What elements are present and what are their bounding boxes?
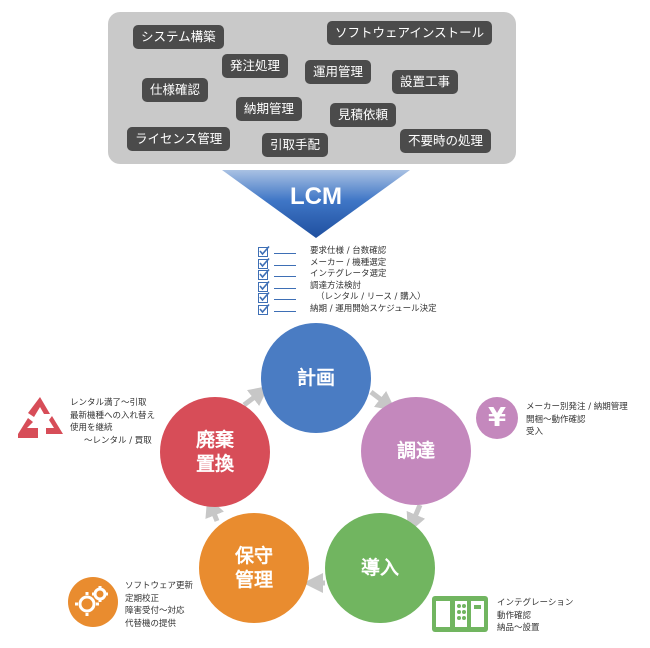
recycle-icon bbox=[18, 397, 63, 438]
procure-notes: メーカー別発注 / 納期管理 開梱～動作確認 受入 bbox=[526, 402, 628, 437]
checklist-item: 調達方法検討 bbox=[258, 280, 458, 293]
task-tag: 仕様確認 bbox=[142, 78, 209, 102]
phase-plan: 計画 bbox=[261, 323, 371, 433]
device-icon bbox=[432, 596, 488, 632]
task-tag: 見積依頼 bbox=[330, 103, 397, 127]
plan-checklist: 要求仕様 / 台数確認 メーカー / 機種選定 インテグレータ選定 調達方法検討… bbox=[258, 246, 458, 315]
checkbox-icon bbox=[258, 303, 270, 315]
lcm-label: LCM bbox=[290, 183, 342, 210]
arrow-dispose-to-plan bbox=[242, 385, 269, 407]
maintain-notes: ソフトウェア更新 定期校正 障害受付～対応 代替機の提供 bbox=[125, 581, 194, 629]
task-tag: 引取手配 bbox=[262, 133, 329, 157]
lcm-funnel: LCM bbox=[222, 170, 410, 238]
checklist-item: 要求仕様 / 台数確認 bbox=[258, 246, 458, 258]
checkbox-icon bbox=[258, 246, 270, 257]
checklist-item: メーカー / 機種選定 bbox=[258, 257, 458, 270]
gear-icon bbox=[68, 577, 118, 627]
checklist-item: （レンタル / リース / 購入） bbox=[258, 292, 458, 304]
phase-introduce: 導入 bbox=[325, 513, 435, 623]
task-tag: 不要時の処理 bbox=[400, 129, 492, 153]
task-tag: システム構築 bbox=[133, 25, 224, 49]
arrow-plan-to-procure bbox=[369, 390, 396, 412]
checkbox-icon bbox=[258, 280, 270, 292]
phase-procure: 調達 bbox=[361, 397, 471, 505]
task-tag: 設置工事 bbox=[392, 70, 459, 94]
checkbox-icon bbox=[258, 292, 270, 303]
phase-dispose: 廃棄置換 bbox=[160, 397, 270, 507]
task-tag: 発注処理 bbox=[222, 54, 289, 78]
task-tag: 納期管理 bbox=[236, 97, 303, 121]
checkbox-icon bbox=[258, 257, 270, 269]
dispose-notes: レンタル満了～引取 最新機種への入れ替え 使用を継続 ～レンタル / 買取 bbox=[70, 398, 156, 446]
yen-icon: ¥ bbox=[476, 397, 518, 439]
task-tag: ソフトウェアインストール bbox=[327, 21, 493, 45]
arrow-procure-to-intro bbox=[406, 504, 426, 534]
task-tag: 運用管理 bbox=[305, 60, 372, 84]
checklist-item: インテグレータ選定 bbox=[258, 269, 458, 281]
checkbox-icon bbox=[258, 269, 270, 280]
checklist-item: 納期 / 運用開始スケジュール決定 bbox=[258, 303, 458, 316]
task-tag: ライセンス管理 bbox=[127, 127, 231, 151]
introduce-notes: インテグレーション 動作確認 納品～設置 bbox=[497, 598, 574, 633]
phase-maintain: 保守管理 bbox=[199, 513, 309, 623]
arrow-maint-to-dispose bbox=[205, 496, 224, 522]
